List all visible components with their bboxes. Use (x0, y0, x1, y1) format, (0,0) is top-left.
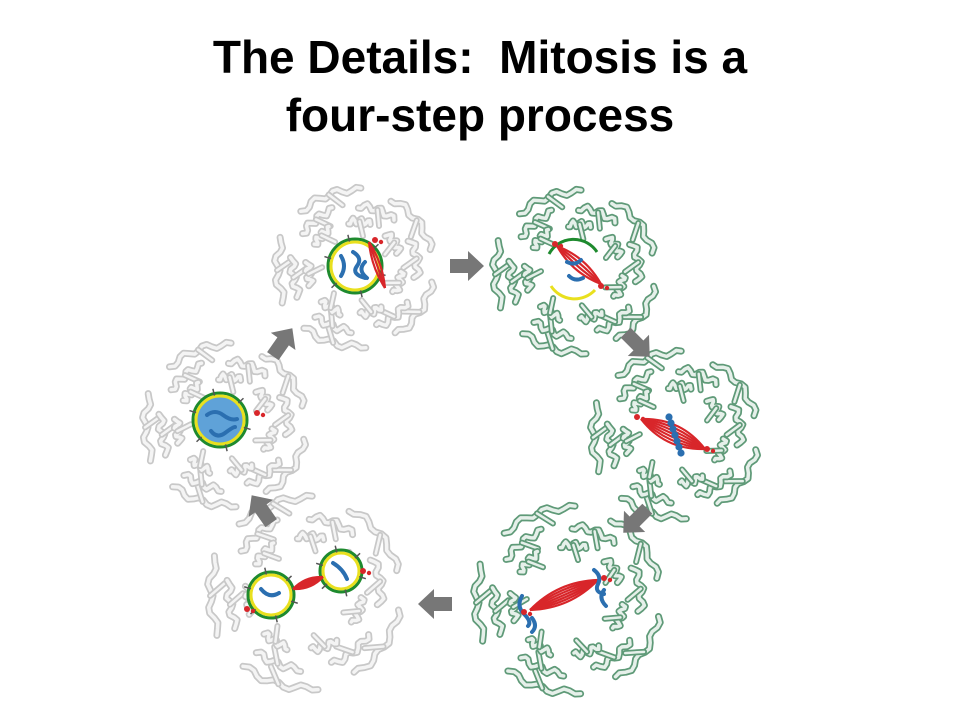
prophase-cell (271, 183, 438, 352)
arrow-telophase-to-interphase-icon (248, 495, 277, 528)
telophase-cell (204, 491, 404, 694)
slide-title: The Details: Mitosis is a four-step proc… (0, 28, 960, 144)
arrow-anaphase-to-telophase-icon (418, 589, 452, 619)
interphase-cell (139, 338, 309, 511)
arrow-prophase-to-prometaphase-icon (450, 251, 484, 281)
arrow-prometaphase-to-metaphase-icon (620, 327, 650, 357)
slide-title-line-2: four-step process (285, 89, 675, 141)
slide-title-line-1: The Details: Mitosis is a (212, 31, 748, 83)
prometaphase-cell (489, 185, 659, 358)
arrow-interphase-to-prophase-icon (267, 328, 296, 361)
anaphase-cell (470, 501, 664, 698)
arrow-metaphase-to-anaphase-icon (623, 503, 653, 533)
metaphase-cell (587, 346, 761, 523)
